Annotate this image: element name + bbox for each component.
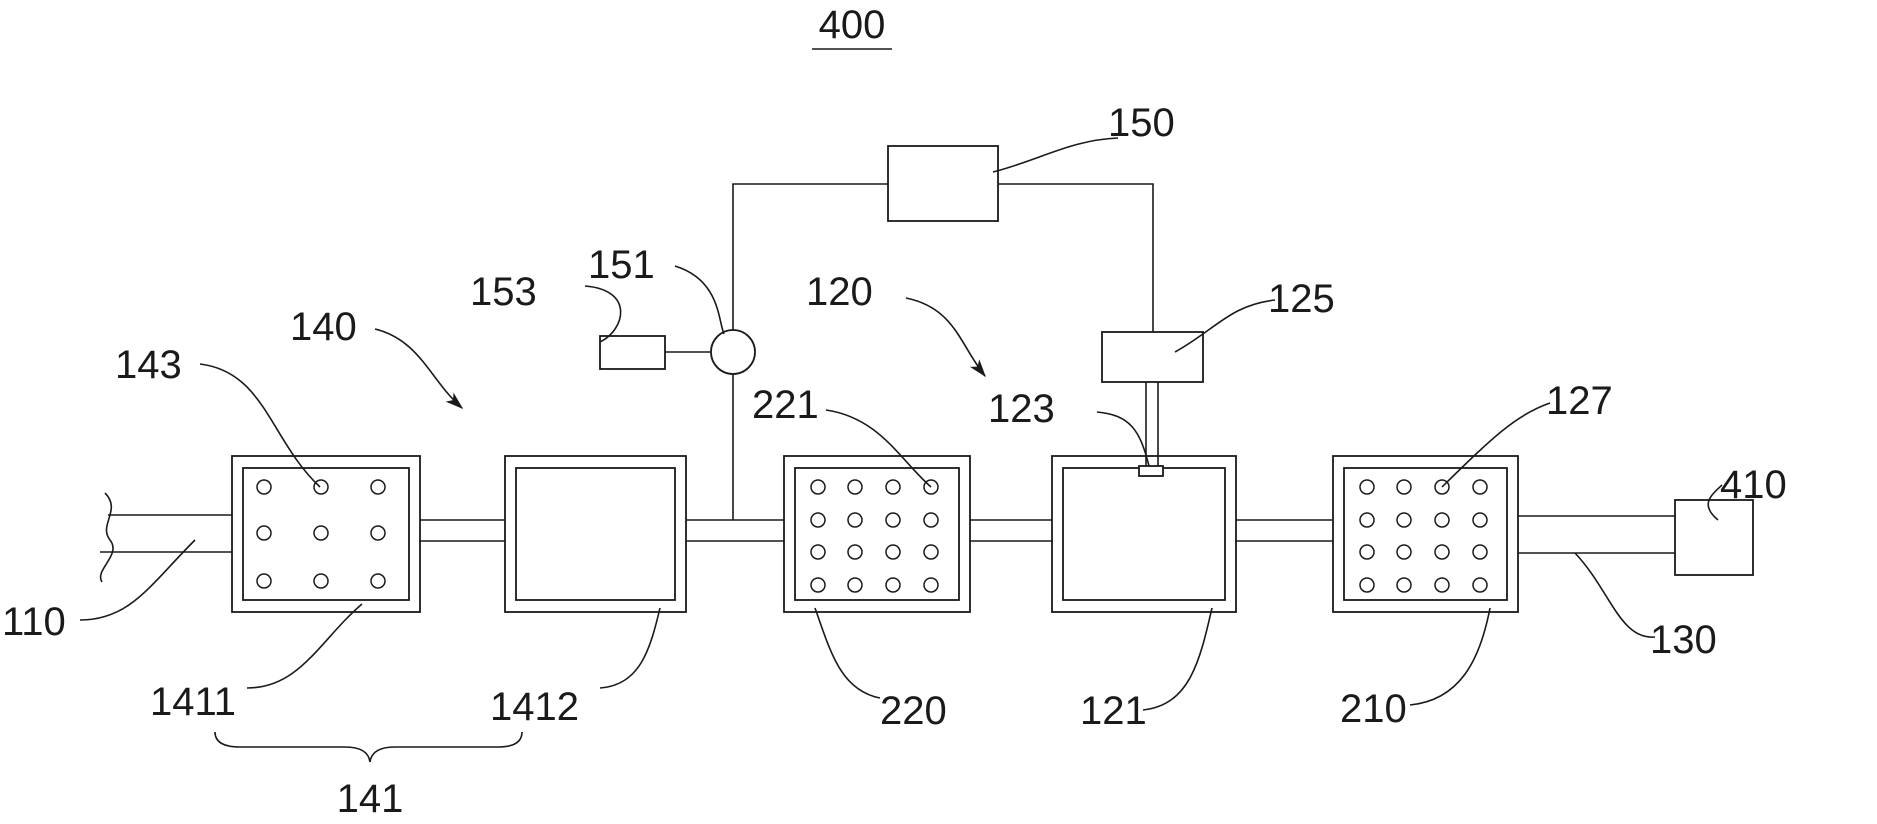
label-210: 210 (1340, 687, 1407, 731)
outlet-pipe-130 (1518, 515, 1675, 554)
label-221: 221 (752, 383, 819, 427)
brace-141 (214, 731, 523, 763)
label-127: 127 (1546, 379, 1613, 423)
valve-151 (710, 329, 756, 375)
label-120: 120 (806, 270, 873, 314)
box-1412 (504, 455, 687, 613)
label-150: 150 (1108, 101, 1175, 145)
box-1411 (231, 455, 421, 613)
box-220 (783, 455, 971, 613)
label-153: 153 (470, 270, 537, 314)
box-210 (1332, 455, 1519, 613)
box-410 (1674, 499, 1754, 576)
component-151-153 (599, 329, 756, 375)
label-130: 130 (1650, 618, 1717, 662)
label-125: 125 (1268, 277, 1335, 321)
label-143: 143 (115, 343, 182, 387)
label-220: 220 (880, 689, 947, 733)
label-141: 141 (337, 777, 404, 821)
label-1411: 1411 (150, 680, 236, 724)
label-123: 123 (988, 387, 1055, 431)
box-121 (1051, 455, 1237, 613)
label-121: 121 (1080, 689, 1147, 733)
sensor-123 (1138, 465, 1164, 477)
inlet-pipe-110 (99, 492, 232, 583)
label-140: 140 (290, 305, 357, 349)
leader-lines (79, 137, 1723, 711)
box-153 (599, 335, 666, 370)
label-1412: 1412 (490, 685, 579, 729)
main-pipeline (420, 519, 1333, 542)
component-125 (1101, 331, 1204, 466)
label-110: 110 (2, 600, 66, 644)
figure-title: 400 (819, 3, 886, 47)
controller-150-wiring (732, 145, 1154, 520)
hole-grid-220 (810, 479, 939, 593)
label-410: 410 (1720, 463, 1787, 507)
label-151: 151 (588, 243, 655, 287)
